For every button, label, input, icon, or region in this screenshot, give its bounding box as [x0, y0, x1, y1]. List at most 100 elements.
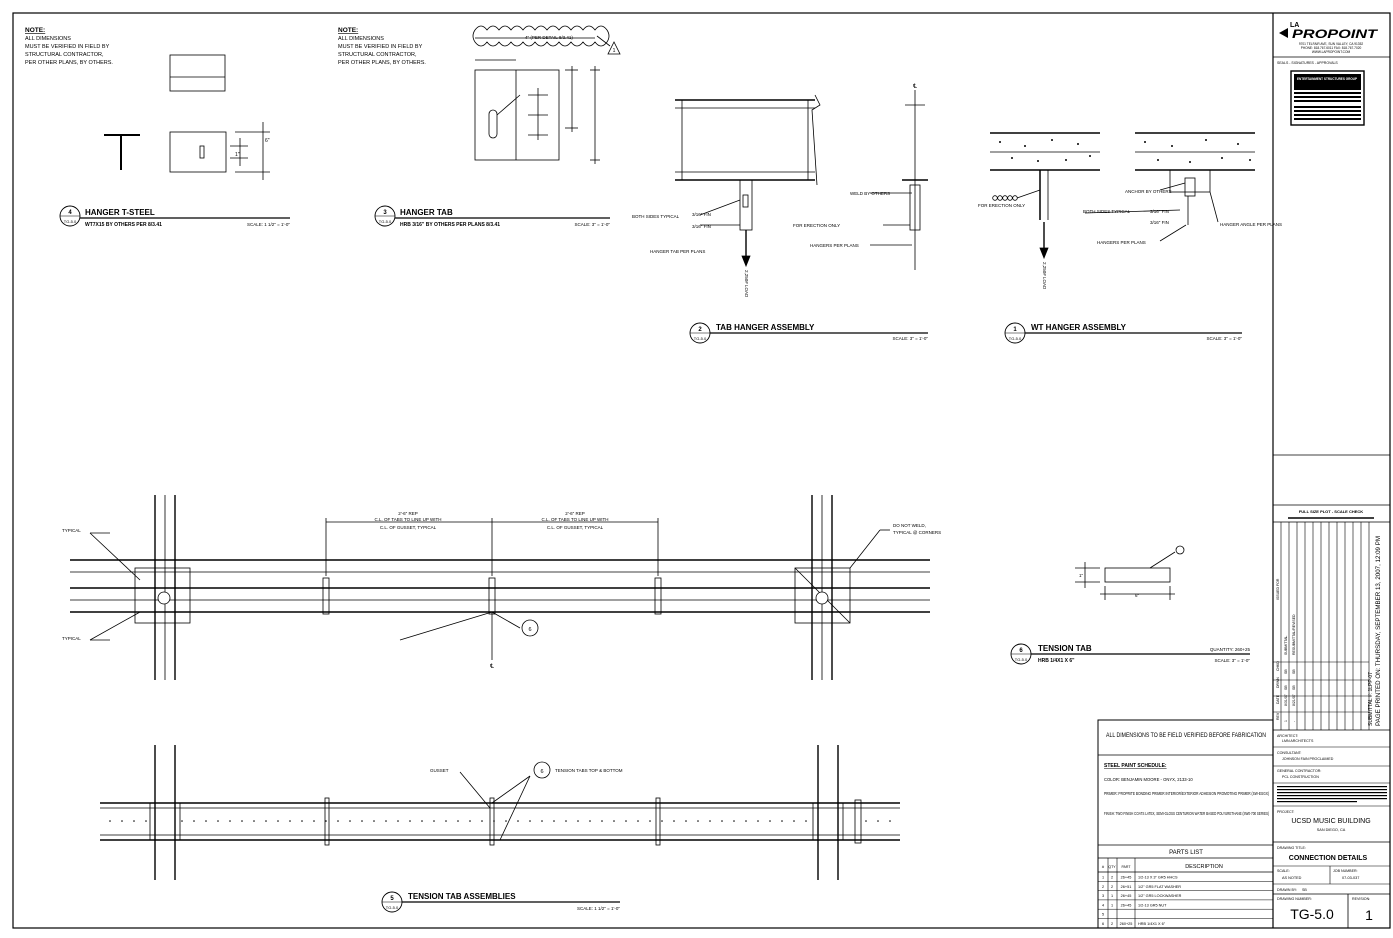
bolt-hole-dot: [577, 820, 579, 822]
submittal-number: SUBMITTAL #: 1LPP-07: [1368, 672, 1374, 726]
bolt-hole-dot: [181, 820, 183, 822]
rep-label: 2'-6" REP: [398, 511, 417, 516]
detail-hanger-tsteel-drawing: [104, 54, 270, 180]
scale-value: AS NOTED: [1282, 876, 1302, 880]
bolt-hole-dot: [409, 820, 411, 822]
field-verify-note: ALL DIMENSIONS TO BE FIELD VERIFIED BEFO…: [1106, 732, 1266, 739]
paint-finish: FINISH: TWO FINISH COATS LATEX, SEMI-GLO…: [1104, 811, 1269, 816]
bolt-hole-dot: [325, 820, 327, 822]
detail-title: TENSION TAB ASSEMBLIES: [408, 892, 516, 901]
rep-label: C.L. OF TABS TO LINE UP WITH: [374, 517, 441, 522]
bolt-hole-dot: [505, 820, 507, 822]
both-sides-label: BOTH SIDES TYPICAL: [632, 214, 680, 219]
detail-title: HANGER TAB: [400, 208, 453, 217]
bolt-hole-dot: [349, 820, 351, 822]
dim-label: 1": [1079, 573, 1084, 578]
typical-label: TYPICAL: [62, 636, 81, 641]
job-label: JOB NUMBER:: [1333, 869, 1358, 873]
revision-header: CHKD: [1276, 661, 1280, 671]
parts-cell: 2: [1111, 885, 1113, 889]
load-label: 2,250# LOAD: [1042, 262, 1047, 290]
rep-label: C.L. OF GUSSET, TYPICAL: [380, 525, 437, 530]
bolt-hole-dot: [733, 820, 735, 822]
note-line: STRUCTURAL CONTRACTOR,: [338, 52, 417, 58]
revision-label: REVISION:: [1352, 897, 1370, 901]
stamp-title: ENTERTAINMENT STRUCTURES GROUP: [1297, 77, 1358, 81]
detail-sheet: TG-5.0: [379, 219, 392, 224]
address-line: PHONE: 818.767.6011 FAX: 818.767.7020: [1301, 46, 1362, 50]
note-line: STRUCTURAL CONTRACTOR,: [25, 52, 104, 58]
revision-cell: 1: [1284, 720, 1288, 722]
bolt-hole-dot: [697, 820, 699, 822]
revision-cell: SB: [1292, 669, 1296, 674]
bolt-hole-dot: [457, 820, 459, 822]
detail-number: 3: [383, 210, 387, 216]
contractor-label: GENERAL CONTRACTOR:: [1277, 769, 1321, 773]
revision-delta: 1: [613, 48, 616, 54]
bolt-hole-dot: [589, 820, 591, 822]
bolt-hole-dot: [193, 820, 195, 822]
bolt-hole-dot: [625, 820, 627, 822]
parts-cell: 26+51: [1121, 885, 1132, 889]
note-line: MUST BE VERIFIED IN FIELD BY: [25, 44, 110, 50]
drawn-value: SB: [1302, 888, 1307, 892]
revision-cell: SB: [1292, 685, 1296, 690]
detail-tension-tab-assemblies-drawing: [100, 745, 900, 880]
tag-6-elevation: [533, 761, 551, 779]
hangers-label: HANGERS PER PLANS: [810, 243, 859, 248]
detail-number: 1: [1013, 327, 1017, 333]
parts-cell: HRB 1/4X1 X 6": [1138, 922, 1166, 926]
bolt-hole-dot: [205, 820, 207, 822]
parts-cell: 2: [1102, 885, 1104, 889]
fillet-label: 3/16" FIN: [692, 212, 711, 217]
parts-header: PART: [1121, 865, 1131, 869]
paint-color: COLOR: BENJAMIN MOORE - ONYX, 2133-10: [1104, 777, 1193, 782]
bolt-hole-dot: [541, 820, 543, 822]
parts-cell: 1: [1111, 894, 1113, 898]
detail-title: HANGER T-STEEL: [85, 208, 155, 217]
parts-cell: 1: [1102, 876, 1104, 880]
parts-cell: 6: [1102, 922, 1104, 926]
weld-label: WELD BY OTHERS: [850, 191, 890, 196]
bolt-hole-dot: [109, 820, 111, 822]
hanger-angle-label: HANGER ANGLE PER PLANS: [1220, 222, 1282, 227]
tag-6: 6: [528, 627, 531, 633]
dim-label: 6": [1135, 593, 1140, 598]
bolt-hole-dot: [769, 820, 771, 822]
bolt-hole-dot: [685, 820, 687, 822]
bolt-hole-dot: [673, 820, 675, 822]
title-block: LA PROPOINT 9701 TELFAIR AVE, SUN VALLEY…: [1273, 22, 1390, 928]
architect-label: ARCHITECT:: [1277, 734, 1298, 738]
parts-cell: 2: [1111, 922, 1113, 926]
both-sides-label: BOTH SIDES TYPICAL: [1083, 209, 1131, 214]
bolt-hole-dot: [433, 820, 435, 822]
bolt-hole-dot: [649, 820, 651, 822]
note-block-left: NOTE: ALL DIMENSIONS MUST BE VERIFIED IN…: [25, 27, 113, 66]
detail-scale: SCALE: 3" = 1'-0": [1215, 658, 1251, 663]
note-line: ALL DIMENSIONS: [25, 36, 71, 42]
rep-label: C.L. OF TABS TO LINE UP WITH: [541, 517, 608, 522]
detail-scale: SCALE: 3" = 1'-0": [1207, 336, 1243, 341]
bolt-hole-dot: [241, 820, 243, 822]
drawn-label: DRAWN BY:: [1277, 888, 1297, 892]
bolt-hole-dot: [313, 820, 315, 822]
detail-number: 4: [68, 210, 72, 216]
drawing-number-label: DRAWING NUMBER:: [1277, 897, 1312, 901]
parts-cell: 1: [1111, 903, 1113, 907]
fillet-label: 3/16" FIN: [1150, 209, 1169, 214]
printed-date: PAGE PRINTED ON: THURSDAY, SEPTEMBER 13,…: [1375, 536, 1382, 726]
parts-cell: 26+45: [1121, 903, 1132, 907]
parts-header: QTY: [1108, 865, 1116, 869]
bolt-hole-dot: [493, 820, 495, 822]
note-line: PER OTHER PLANS, BY OTHERS.: [25, 60, 113, 66]
consultant-value: JOHNSON FAIN PROCLAIMED: [1282, 757, 1334, 761]
parts-cell: 1/2" GR5 LOCKWASHER: [1138, 894, 1182, 898]
bolt-hole-dot: [121, 820, 123, 822]
bolt-hole-dot: [781, 820, 783, 822]
logo-arrow-icon: [1279, 28, 1288, 38]
address-line: WWW.LAPROPOINT.COM: [1312, 50, 1351, 54]
bolt-hole-dot: [373, 820, 375, 822]
cloud-note: 4" (PER DETAIL 8/3.41): [525, 35, 573, 40]
project-label: PROJECT:: [1277, 810, 1295, 814]
